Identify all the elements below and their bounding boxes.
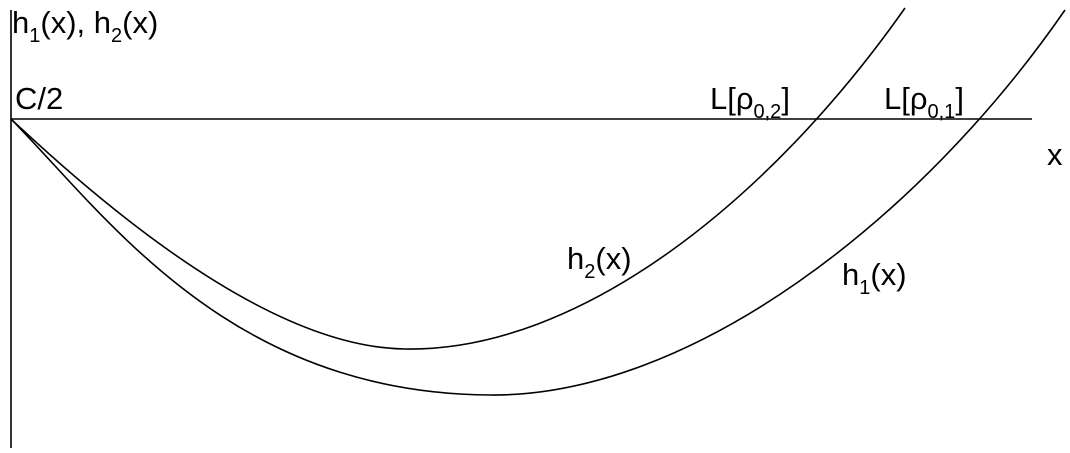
series-h1-line bbox=[10, 9, 1066, 396]
root-label-h1: L[ρ0,1] bbox=[884, 81, 964, 123]
origin-label: C/2 bbox=[15, 81, 63, 116]
series-h1-label: h1(x) bbox=[842, 257, 907, 299]
series-h2-label: h2(x) bbox=[567, 241, 632, 283]
root-label-h2: L[ρ0,2] bbox=[710, 81, 790, 123]
y-axis-label: h1(x), h2(x) bbox=[12, 5, 158, 47]
series-h2-line bbox=[10, 7, 906, 350]
x-axis-label: x bbox=[1047, 137, 1063, 172]
